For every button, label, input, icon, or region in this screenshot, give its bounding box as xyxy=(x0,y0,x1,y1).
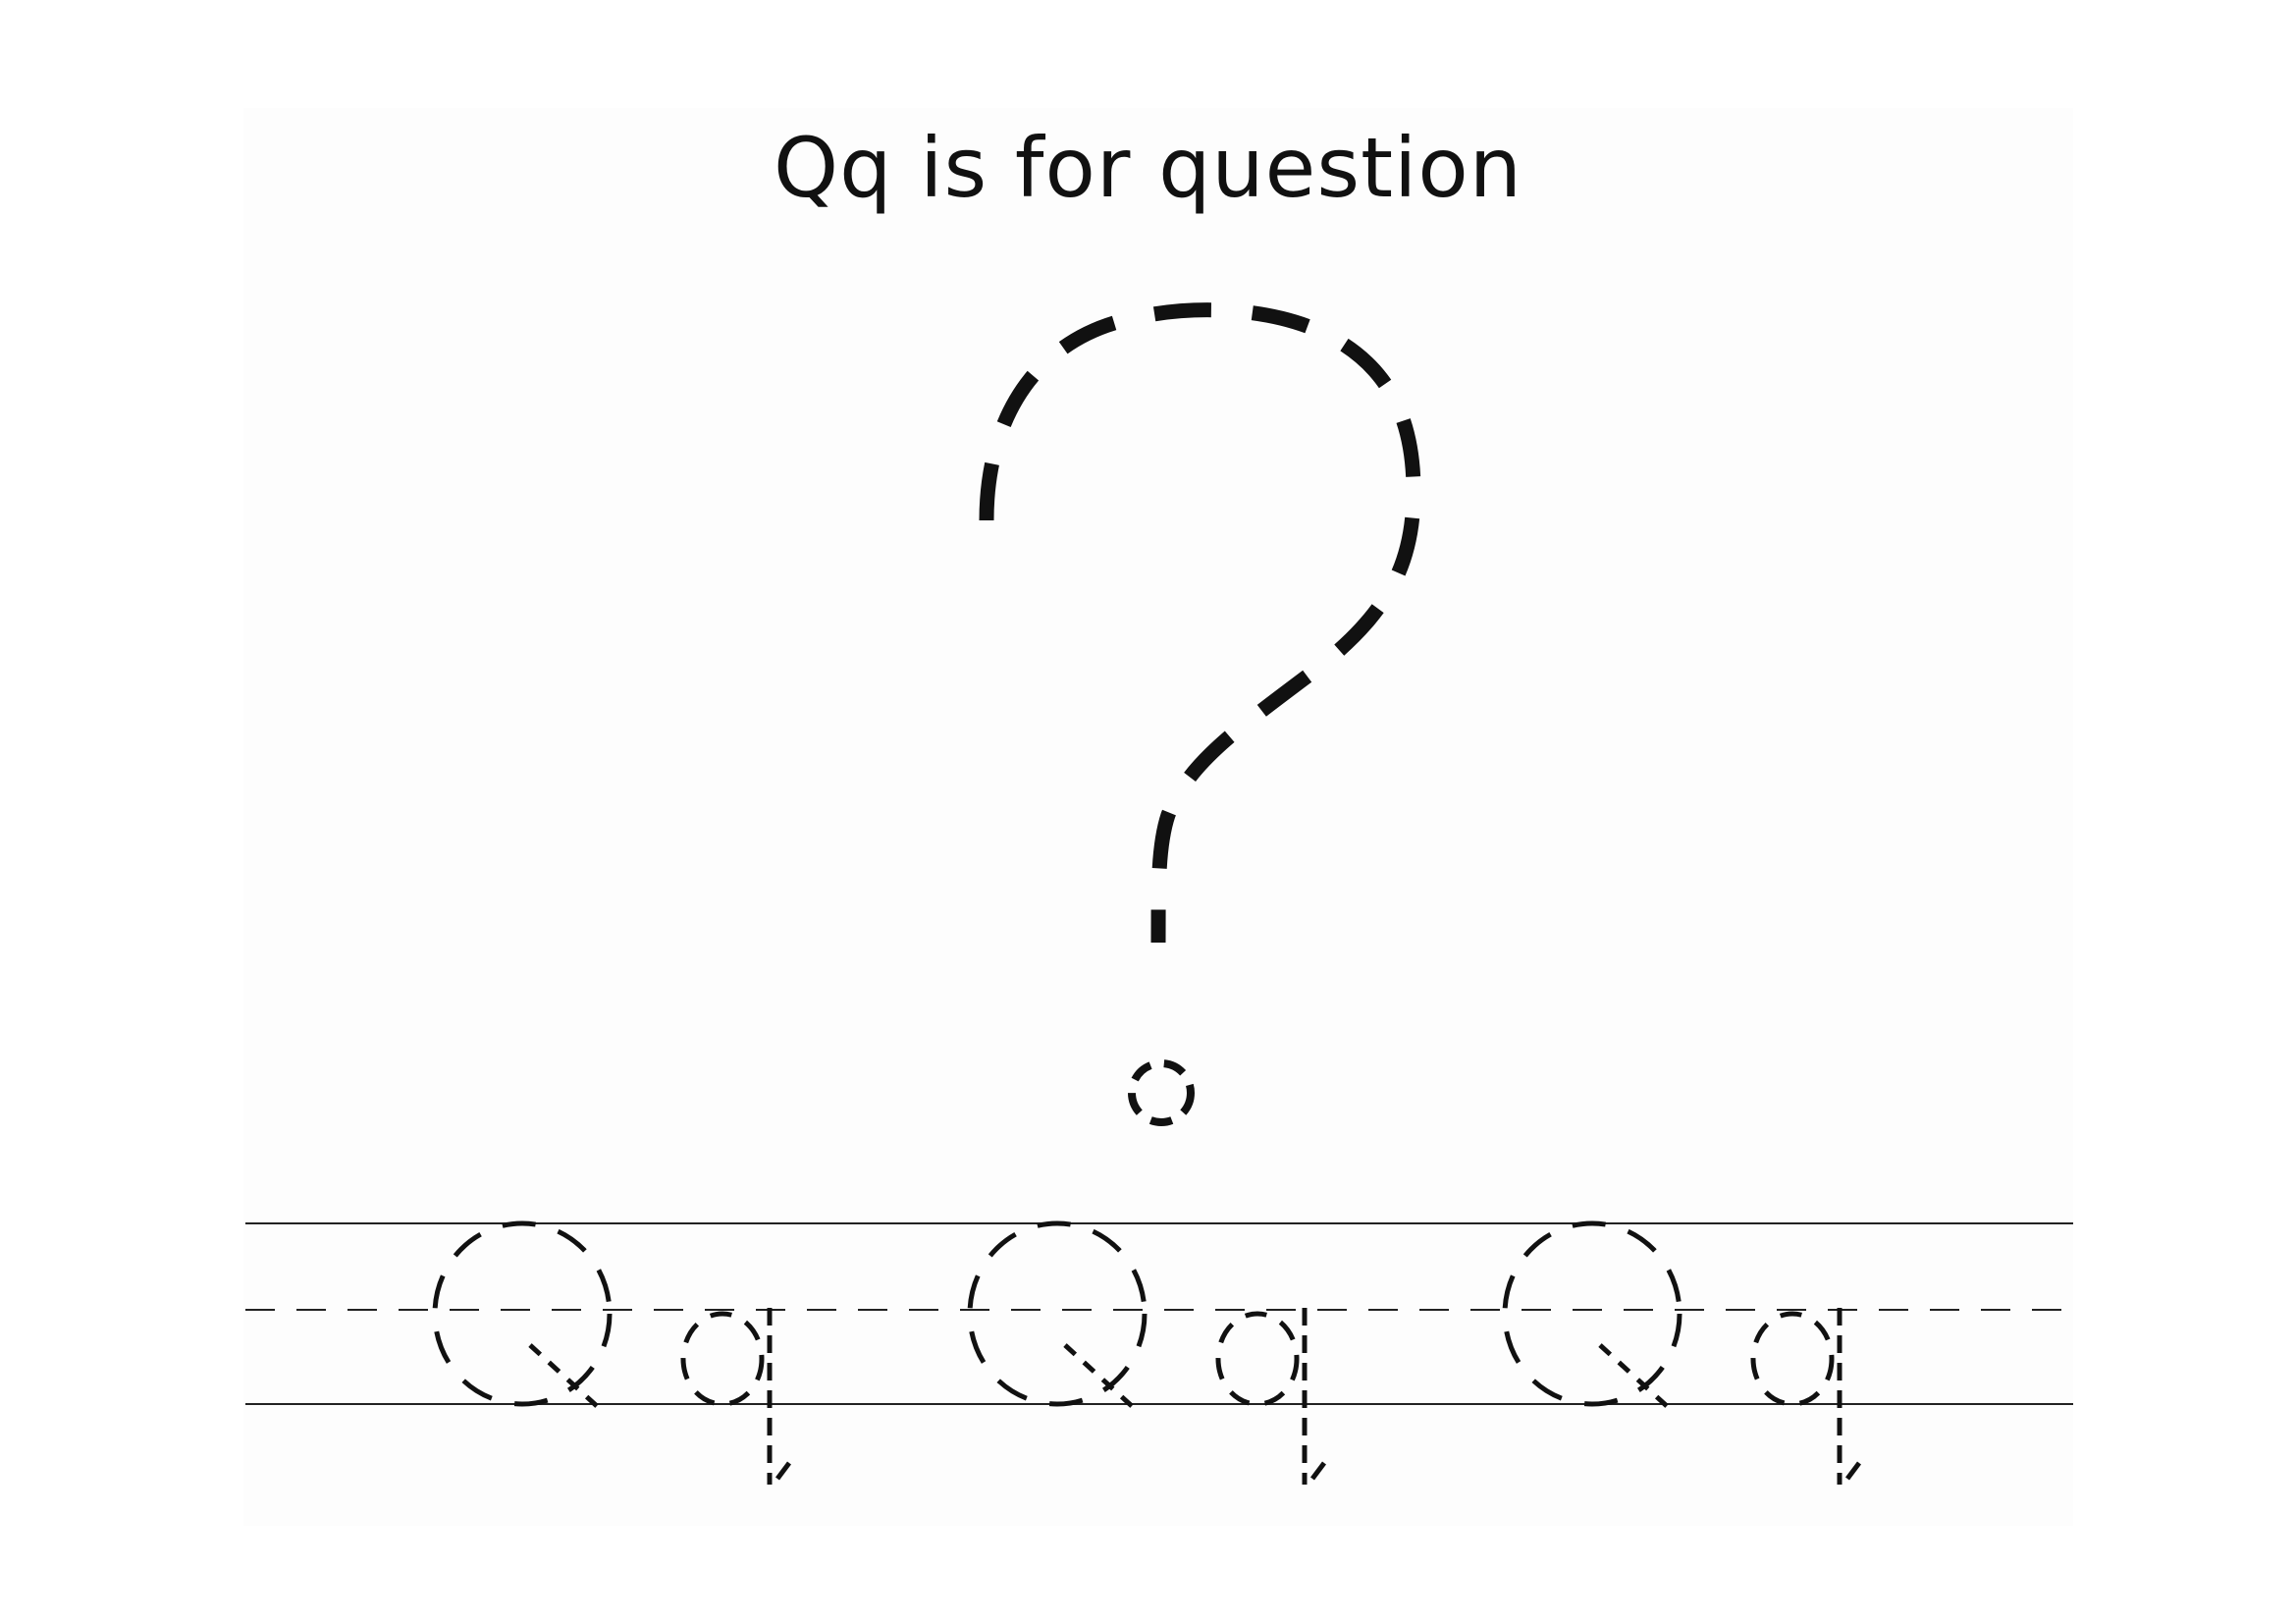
worksheet-sheet xyxy=(243,108,2073,1526)
question-mark-hook xyxy=(979,302,1421,944)
tracing-capital-q xyxy=(1502,1220,1682,1408)
handwriting-guides xyxy=(245,1222,2073,1405)
lowercase-q-flick xyxy=(775,1461,791,1481)
lowercase-q-bowl xyxy=(680,1311,765,1407)
lowercase-q-bowl xyxy=(1750,1311,1835,1407)
question-mark-icon xyxy=(979,302,1421,1126)
lowercase-q-flick xyxy=(1845,1461,1861,1481)
capital-q-bowl xyxy=(432,1220,613,1407)
tracing-pair xyxy=(432,1220,791,1485)
tracing-letters xyxy=(432,1220,1861,1485)
lowercase-q-flick xyxy=(1310,1461,1326,1481)
tracing-capital-q xyxy=(967,1220,1148,1408)
lowercase-q-bowl xyxy=(1215,1311,1300,1407)
question-mark-dot xyxy=(1128,1059,1195,1126)
tracing-lowercase-q xyxy=(1750,1308,1861,1485)
tracing-pair xyxy=(967,1220,1326,1485)
tracing-pair xyxy=(1502,1220,1861,1485)
tracing-lowercase-q xyxy=(680,1308,791,1485)
page-title: Qq is for question xyxy=(773,120,1523,216)
capital-q-bowl xyxy=(1502,1220,1682,1407)
tracing-capital-q xyxy=(432,1220,613,1408)
tracing-lowercase-q xyxy=(1215,1308,1326,1485)
capital-q-bowl xyxy=(967,1220,1148,1407)
